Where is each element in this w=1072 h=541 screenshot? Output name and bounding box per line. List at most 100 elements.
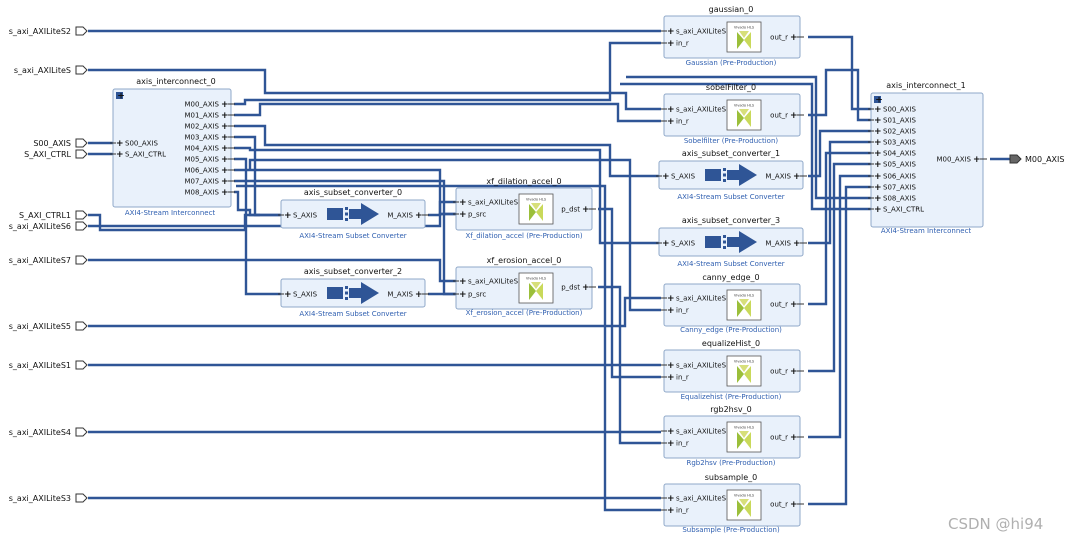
pin-plus-icon[interactable]: + xyxy=(116,150,124,160)
net-35[interactable] xyxy=(620,82,871,211)
pin-plus-icon[interactable]: + xyxy=(874,127,882,137)
pin-s-axi-axilites[interactable]: s_axi_AXILiteS xyxy=(468,199,519,207)
pin-s-axi-ctrl[interactable]: S_AXI_CTRL xyxy=(883,206,924,214)
net-29[interactable] xyxy=(808,140,871,245)
port-s-axi-ctrl1[interactable]: S_AXI_CTRL1 xyxy=(19,210,88,220)
pin-m08-axis[interactable]: M08_AXIS xyxy=(184,189,219,197)
pin-m02-axis[interactable]: M02_AXIS xyxy=(184,123,219,131)
pin-plus-icon[interactable]: + xyxy=(874,205,882,215)
net-1[interactable] xyxy=(88,68,661,111)
pin-plus-icon[interactable]: + xyxy=(221,177,229,187)
net-33[interactable] xyxy=(808,185,871,506)
pin-plus-icon[interactable]: + xyxy=(667,427,675,437)
pin-plus-icon[interactable]: + xyxy=(459,277,467,287)
expand-icon[interactable] xyxy=(874,96,881,103)
pin-plus-icon[interactable]: + xyxy=(116,139,124,149)
pin-plus-icon[interactable]: + xyxy=(667,506,675,516)
pin-plus-icon[interactable]: + xyxy=(667,39,675,49)
port-s00-axis[interactable]: S00_AXIS xyxy=(33,138,88,148)
pin-plus-icon[interactable]: + xyxy=(790,433,798,443)
pin-p-src[interactable]: p_src xyxy=(468,211,486,219)
pin-plus-icon[interactable]: + xyxy=(221,111,229,121)
pin-s01-axis[interactable]: S01_AXIS xyxy=(883,117,916,125)
port-s-axi-axilites2[interactable]: s_axi_AXILiteS2 xyxy=(9,26,88,36)
pin-s-axis[interactable]: S_AXIS xyxy=(293,212,318,220)
pin-plus-icon[interactable]: + xyxy=(667,373,675,383)
pin-plus-icon[interactable]: + xyxy=(790,300,798,310)
pin-s08-axis[interactable]: S08_AXIS xyxy=(883,195,916,203)
pin-plus-icon[interactable]: + xyxy=(415,211,423,221)
port-s-axi-axilites5[interactable]: s_axi_AXILiteS5 xyxy=(9,321,88,331)
pin-m00-axis[interactable]: M00_AXIS xyxy=(936,156,971,164)
pin-plus-icon[interactable]: + xyxy=(662,239,670,249)
net-30[interactable] xyxy=(808,151,871,306)
pin-plus-icon[interactable]: + xyxy=(793,172,801,182)
pin-s03-axis[interactable]: S03_AXIS xyxy=(883,139,916,147)
pin-s-axis[interactable]: S_AXIS xyxy=(671,240,696,248)
pin-out-r[interactable]: out_r xyxy=(770,301,788,309)
net-11[interactable] xyxy=(234,41,661,106)
pin-plus-icon[interactable]: + xyxy=(221,144,229,154)
pin-out-r[interactable]: out_r xyxy=(770,34,788,42)
port-s-axi-axilites7[interactable]: s_axi_AXILiteS7 xyxy=(9,255,88,265)
pin-plus-icon[interactable]: + xyxy=(790,33,798,43)
net-34[interactable] xyxy=(626,75,871,200)
pin-s-axi-axilites[interactable]: s_axi_AXILiteS xyxy=(676,428,727,436)
pin-plus-icon[interactable]: + xyxy=(582,205,590,215)
pin-plus-icon[interactable]: + xyxy=(284,290,292,300)
net-23[interactable] xyxy=(598,285,661,445)
net-31[interactable] xyxy=(808,162,871,373)
pin-in-r[interactable]: in_r xyxy=(676,40,689,48)
port-m00-axis[interactable]: M00_AXIS xyxy=(1009,154,1064,164)
pin-plus-icon[interactable]: + xyxy=(874,138,882,148)
pin-plus-icon[interactable]: + xyxy=(221,100,229,110)
net-12[interactable] xyxy=(234,102,661,123)
pin-s-axi-ctrl[interactable]: S_AXI_CTRL xyxy=(125,151,166,159)
net-32[interactable] xyxy=(808,174,871,439)
net-4[interactable] xyxy=(88,213,281,232)
pin-plus-icon[interactable]: + xyxy=(221,155,229,165)
pin-plus-icon[interactable]: + xyxy=(667,494,675,504)
net-15[interactable] xyxy=(234,146,659,245)
pin-m-axis[interactable]: M_AXIS xyxy=(765,240,791,248)
pin-out-r[interactable]: out_r xyxy=(770,368,788,376)
pin-out-r[interactable]: out_r xyxy=(770,112,788,120)
pin-plus-icon[interactable]: + xyxy=(582,283,590,293)
pin-p-src[interactable]: p_src xyxy=(468,291,486,299)
pin-m06-axis[interactable]: M06_AXIS xyxy=(184,167,219,175)
pin-plus-icon[interactable]: + xyxy=(459,198,467,208)
port-s-axi-axilites4[interactable]: s_axi_AXILiteS4 xyxy=(9,427,88,437)
pin-m01-axis[interactable]: M01_AXIS xyxy=(184,112,219,120)
expand-icon[interactable] xyxy=(116,92,123,99)
pin-m03-axis[interactable]: M03_AXIS xyxy=(184,134,219,142)
pin-plus-icon[interactable]: + xyxy=(790,111,798,121)
pin-s02-axis[interactable]: S02_AXIS xyxy=(883,128,916,136)
pin-plus-icon[interactable]: + xyxy=(667,27,675,37)
pin-m05-axis[interactable]: M05_AXIS xyxy=(184,156,219,164)
pin-s-axi-axilites[interactable]: s_axi_AXILiteS xyxy=(676,295,727,303)
pin-plus-icon[interactable]: + xyxy=(874,116,882,126)
pin-plus-icon[interactable]: + xyxy=(874,183,882,193)
net-25[interactable] xyxy=(236,184,661,512)
net-28[interactable] xyxy=(808,129,871,178)
block-xf-erosion-accel-0[interactable]: xf_erosion_accel_0Xf_erosion_accel (Pre-… xyxy=(453,256,596,317)
pin-s-axi-axilites[interactable]: s_axi_AXILiteS xyxy=(676,106,727,114)
pin-in-r[interactable]: in_r xyxy=(676,118,689,126)
net-27[interactable] xyxy=(808,68,871,122)
port-s-axi-axilites6[interactable]: s_axi_AXILiteS6 xyxy=(9,221,88,231)
pin-s-axi-axilites[interactable]: s_axi_AXILiteS xyxy=(676,362,727,370)
port-s-axi-axilites1[interactable]: s_axi_AXILiteS1 xyxy=(9,360,88,370)
net-7[interactable] xyxy=(88,296,661,328)
pin-plus-icon[interactable]: + xyxy=(973,155,981,165)
pin-in-r[interactable]: in_r xyxy=(676,307,689,315)
pin-s-axis[interactable]: S_AXIS xyxy=(671,173,696,181)
pin-plus-icon[interactable]: + xyxy=(667,117,675,127)
pin-out-r[interactable]: out_r xyxy=(770,434,788,442)
pin-plus-icon[interactable]: + xyxy=(221,133,229,143)
